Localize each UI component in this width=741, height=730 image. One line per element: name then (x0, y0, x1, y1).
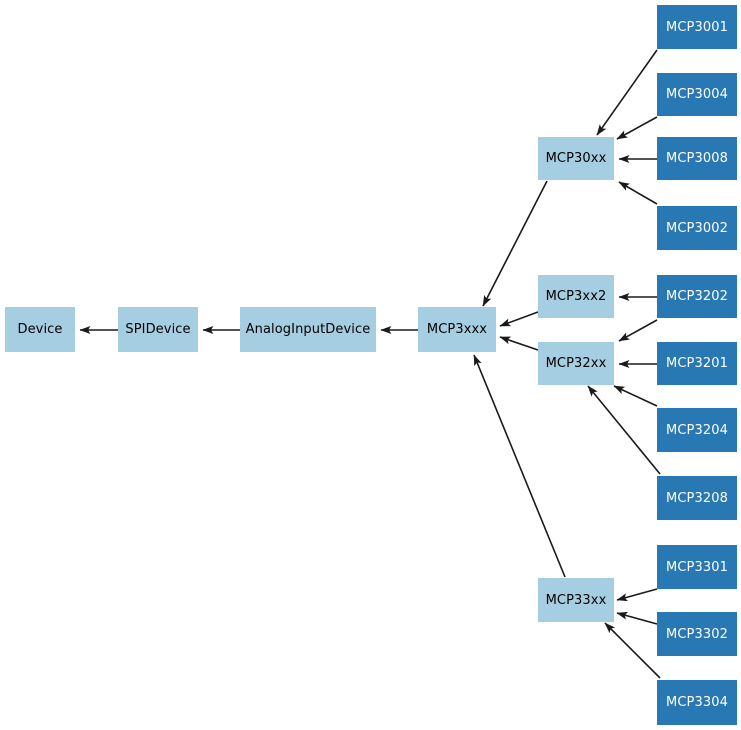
inheritance-arrow-mcp3002-to-mcp30xx (618, 181, 658, 205)
inheritance-arrow-mcp33xx-to-mcp3xxx (473, 354, 566, 578)
class-node-mcp33xx[interactable]: MCP33xx (538, 578, 614, 622)
class-node-mcp3208[interactable]: MCP3208 (657, 476, 737, 520)
inheritance-arrow-mcp3xx2-to-mcp3xxx (499, 311, 539, 327)
class-node-label: MCP3xx2 (545, 289, 607, 304)
class-node-mcp3001[interactable]: MCP3001 (657, 5, 737, 49)
class-node-label: MCP3xxx (426, 322, 488, 337)
class-node-analoginput[interactable]: AnalogInputDevice (240, 307, 376, 352)
class-node-label: MCP30xx (545, 151, 607, 166)
class-node-mcp30xx[interactable]: MCP30xx (538, 137, 614, 180)
class-node-spidevice[interactable]: SPIDevice (118, 307, 198, 352)
class-node-label: MCP3204 (666, 422, 728, 438)
class-node-label: MCP3304 (666, 695, 728, 710)
inheritance-arrow-mcp3302-to-mcp33xx (616, 611, 658, 625)
class-node-label: MCP3001 (666, 19, 728, 35)
class-node-mcp3204[interactable]: MCP3204 (657, 408, 737, 452)
class-node-mcp3xx2[interactable]: MCP3xx2 (538, 275, 614, 318)
class-node-label: SPIDevice (125, 322, 191, 337)
class-node-label: MCP3208 (666, 490, 728, 506)
class-node-label: MCP3301 (666, 559, 728, 575)
class-node-mcp3004[interactable]: MCP3004 (657, 73, 737, 116)
inheritance-arrow-mcp3304-to-mcp33xx (604, 622, 661, 679)
inheritance-arrow-mcp3001-to-mcp30xx (596, 49, 658, 136)
inheritance-arrow-mcp3202-to-mcp32xx (618, 319, 658, 342)
class-node-label: MCP32xx (545, 356, 607, 371)
class-node-label: MCP33xx (545, 592, 607, 608)
class-node-label: MCP3201 (666, 356, 728, 371)
class-node-label: Device (17, 322, 63, 337)
class-node-mcp3202[interactable]: MCP3202 (657, 275, 737, 318)
inheritance-arrow-mcp3004-to-mcp30xx (616, 116, 658, 140)
class-node-mcp3302[interactable]: MCP3302 (657, 612, 737, 656)
class-node-mcp3008[interactable]: MCP3008 (657, 137, 737, 180)
class-node-label: MCP3002 (666, 220, 728, 236)
class-node-device[interactable]: Device (5, 307, 75, 352)
class-node-label: MCP3008 (666, 151, 728, 166)
inheritance-arrow-mcp3208-to-mcp32xx (587, 385, 661, 475)
class-node-mcp3xxx[interactable]: MCP3xxx (418, 307, 496, 352)
class-node-label: MCP3302 (666, 626, 728, 642)
class-node-mcp3201[interactable]: MCP3201 (657, 342, 737, 385)
class-node-mcp3002[interactable]: MCP3002 (657, 206, 737, 250)
class-node-mcp32xx[interactable]: MCP32xx (538, 342, 614, 385)
class-node-label: MCP3004 (666, 87, 728, 102)
class-node-label: AnalogInputDevice (245, 322, 371, 337)
class-node-mcp3301[interactable]: MCP3301 (657, 545, 737, 589)
class-node-label: MCP3202 (666, 289, 728, 304)
inheritance-arrow-mcp3301-to-mcp33xx (616, 588, 658, 602)
class-node-mcp3304[interactable]: MCP3304 (657, 680, 737, 725)
inheritance-arrow-mcp3204-to-mcp32xx (613, 385, 658, 407)
inheritance-arrow-mcp32xx-to-mcp3xxx (499, 336, 539, 351)
